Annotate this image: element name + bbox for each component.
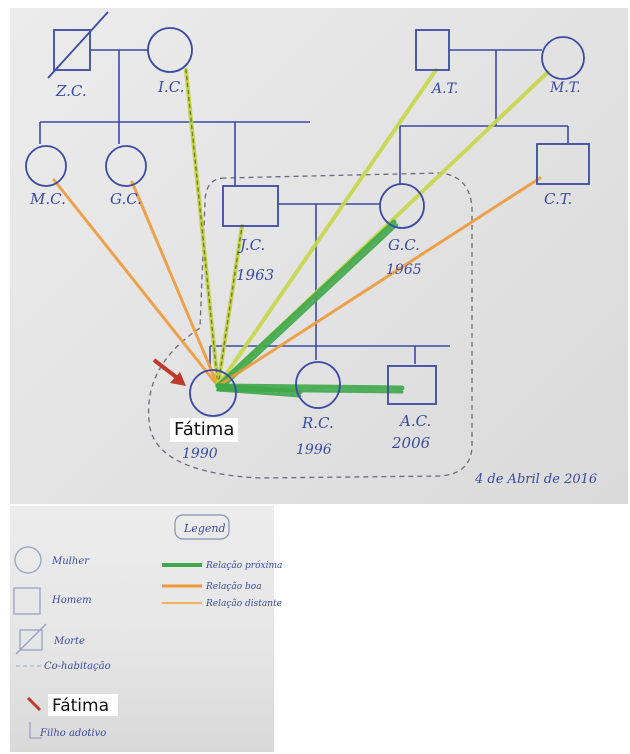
relation-line-gm-paternal	[184, 68, 220, 388]
legend-diagram: Legend Mulher Homem Morte Co-habitação F…	[13, 514, 282, 739]
household-boundary	[147, 172, 473, 479]
index-name-tag: Fátima	[170, 418, 239, 442]
relation-line-mother	[219, 223, 399, 391]
legend-arrow-symbol	[26, 696, 42, 712]
legend-item-label: Mulher	[51, 556, 90, 567]
relation-line-gf-maternal	[216, 68, 438, 388]
female-symbol-sister	[295, 361, 341, 409]
family-lines	[39, 49, 569, 368]
label-maternal-uncle: C.T.	[544, 190, 572, 208]
year-brother: 2006	[391, 434, 431, 452]
label-maternal-grandfather: A.T.	[430, 81, 458, 97]
female-symbol-paternal-grandmother	[147, 27, 193, 73]
female-symbol-maternal-grandmother	[541, 36, 585, 80]
female-symbol-aunt-1	[25, 145, 67, 187]
male-symbol-father	[222, 185, 279, 227]
female-symbol-mother	[379, 183, 425, 229]
year-sister: 1996	[296, 442, 332, 458]
label-maternal-grandmother: M.T.	[549, 80, 581, 96]
relation-line-aunt-1	[52, 178, 220, 388]
female-symbol-aunt-2	[105, 145, 147, 187]
people	[25, 11, 590, 417]
legend-title-box	[174, 514, 230, 540]
legend-square-symbol	[13, 587, 41, 615]
legend-item-label: Fátima	[52, 696, 109, 716]
genogram-photo: Z.C. I.C. A.T. M.T. M.C. G.C. J.C. 1963 …	[10, 8, 628, 504]
label-father: J.C.	[237, 236, 265, 254]
legend-index-tag-bg	[48, 694, 118, 716]
relation-line-brother	[215, 383, 405, 391]
male-symbol-maternal-grandfather	[415, 29, 450, 71]
label-mother: G.C.	[388, 236, 420, 254]
deceased-mark	[47, 11, 109, 79]
legend-line-label: Relação boa	[205, 581, 262, 592]
male-symbol-maternal-uncle	[536, 143, 590, 185]
legend-hook-symbol	[29, 722, 42, 739]
relation-line-mother	[215, 219, 397, 389]
relation-line-uncle-maternal	[216, 176, 542, 388]
genogram-diagram: Z.C. I.C. A.T. M.T. M.C. G.C. J.C. 1963 …	[25, 11, 597, 487]
label-aunt-2: G.C.	[110, 190, 142, 208]
legend-item-label: Filho adotivo	[39, 728, 106, 739]
legend-item-label: Homem	[51, 595, 92, 606]
index-arrow	[152, 358, 186, 386]
legend-deceased-mark	[15, 623, 47, 655]
legend-item-label: Morte	[53, 636, 85, 647]
label-aunt-1: M.C.	[29, 190, 66, 208]
relation-line-brother	[216, 388, 404, 394]
year-mother: 1965	[386, 262, 422, 278]
legend-photo: Legend Mulher Homem Morte Co-habitação F…	[10, 506, 282, 752]
legend-circle-symbol	[14, 546, 42, 574]
label-paternal-grandmother: I.C.	[157, 78, 184, 96]
male-symbol-paternal-grandfather	[53, 29, 91, 71]
female-symbol-index	[189, 369, 237, 417]
legend-line-label: Relação distante	[205, 598, 282, 609]
legend-deceased-symbol	[19, 629, 43, 651]
label-brother: A.C.	[398, 412, 431, 430]
relationship-lines	[52, 68, 550, 398]
male-symbol-brother	[387, 365, 437, 405]
label-sister: R.C.	[301, 414, 334, 432]
relation-line-father	[217, 225, 243, 387]
year-father: 1963	[236, 266, 274, 284]
label-paternal-grandfather: Z.C.	[55, 82, 87, 100]
legend-title: Legend	[183, 522, 226, 535]
relation-line-aunt-2	[130, 180, 220, 388]
person-labels: Z.C. I.C. A.T. M.T. M.C. G.C. J.C. 1963 …	[29, 78, 597, 487]
date-note: 4 de Abril de 2016	[474, 472, 597, 487]
year-index: 1990	[182, 446, 218, 462]
legend-line-label: Relação próxima	[205, 560, 282, 571]
legend-item-label: Co-habitação	[44, 661, 111, 672]
